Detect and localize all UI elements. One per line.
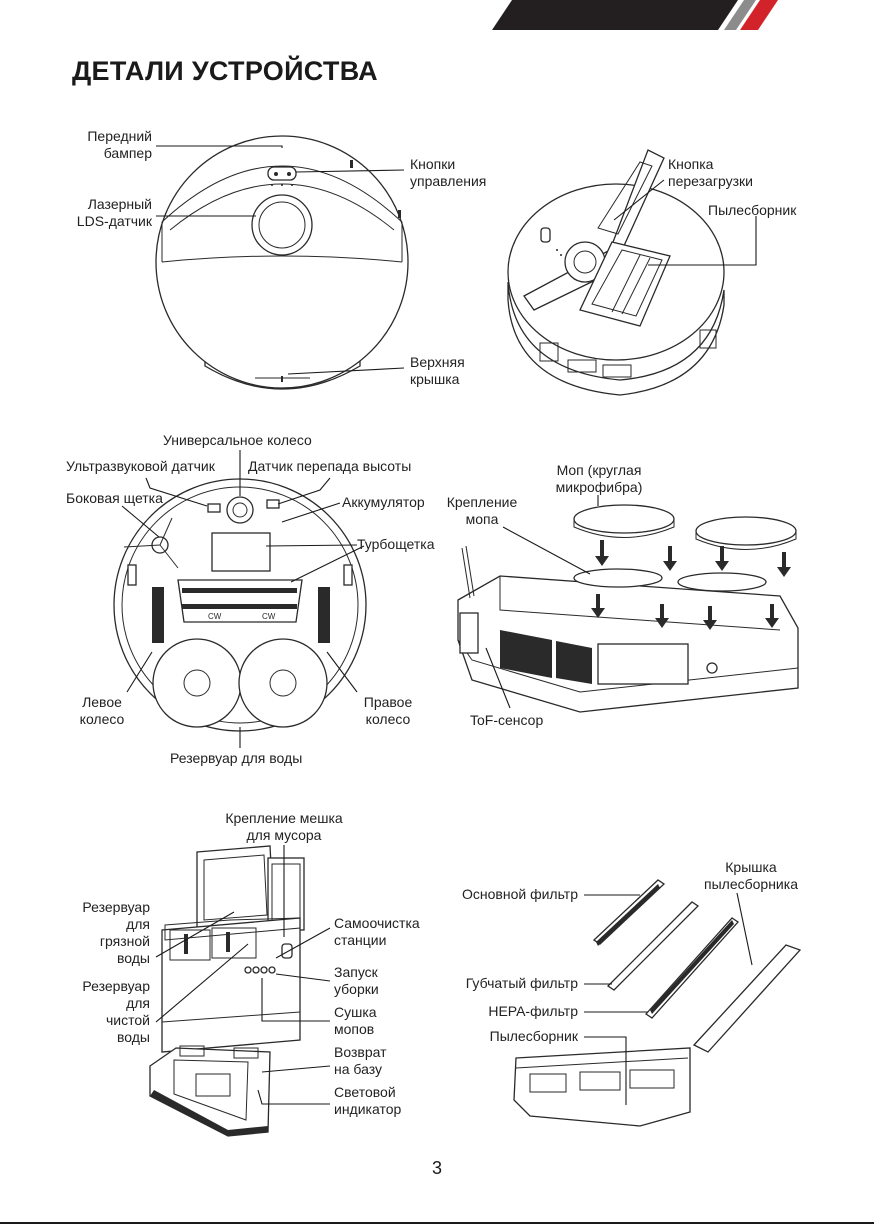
label-reset-button: Кнопка перезагрузки xyxy=(668,156,753,189)
label-station-self-cleaning: Самоочистка станции xyxy=(334,915,420,948)
dustbin-leaders xyxy=(584,892,753,1105)
label-mop-drying: Сушка мопов xyxy=(334,1004,377,1037)
mop-illustration xyxy=(457,504,799,713)
label-front-bumper: Передний бампер xyxy=(87,128,152,161)
label-right-wheel: Правое колесо xyxy=(363,694,413,727)
label-mop: Моп (круглая микрофибра) xyxy=(555,462,643,495)
label-main-filter: Основной фильтр xyxy=(462,886,578,902)
robot-open-leaders xyxy=(613,179,757,266)
robot-bottom-leaders xyxy=(121,450,365,748)
robot-bottom-illustration: CW CW xyxy=(113,478,367,732)
label-dirty-water-tank: Резервуар для грязной воды xyxy=(82,899,150,966)
label-laser-lds-sensor: Лазерный LDS-датчик xyxy=(76,196,152,229)
station-leaders xyxy=(155,845,331,1105)
label-water-tank: Резервуар для воды xyxy=(170,750,303,766)
header-stripe-red xyxy=(740,0,778,30)
label-turbo-brush: Турбощетка xyxy=(357,536,435,552)
label-hepa-filter: HEPA-фильтр xyxy=(488,1003,578,1019)
label-dustbin-top: Пылесборник xyxy=(708,202,797,218)
label-tof-sensor: ToF-сенсор xyxy=(470,712,544,728)
label-mop-mount: Крепление мопа xyxy=(446,494,518,527)
robot-top-illustration xyxy=(155,135,409,390)
label-cliff-sensor: Датчик перепада высоты xyxy=(248,458,412,474)
label-ultrasonic-sensor: Ультразвуковой датчик xyxy=(66,458,215,474)
header-stripes xyxy=(492,0,778,30)
label-start-cleaning: Запуск уборки xyxy=(334,964,379,997)
station-illustration xyxy=(149,845,305,1137)
robot-top-leaders xyxy=(156,145,405,375)
label-top-cover: Верхняя крышка xyxy=(410,354,465,387)
mop-leaders xyxy=(485,495,599,709)
label-sponge-filter: Губчатый фильтр xyxy=(465,975,578,991)
label-side-brush: Боковая щетка xyxy=(66,490,163,506)
label-left-wheel: Левое колесо xyxy=(79,694,125,727)
robot-open-illustration xyxy=(507,149,725,396)
page-title: ДЕТАЛИ УСТРОЙСТВА xyxy=(72,56,378,86)
header-stripe-dark xyxy=(492,0,738,30)
label-universal-wheel: Универсальное колесо xyxy=(163,432,312,448)
label-bag-mount: Крепление мешка для мусора xyxy=(225,810,343,843)
label-return-to-base: Возврат на базу xyxy=(334,1044,387,1077)
label-clean-water-tank: Резервуар для чистой воды xyxy=(82,978,150,1045)
page-number: 3 xyxy=(431,1158,442,1178)
svg-text:CW: CW xyxy=(208,612,222,621)
label-light-indicator: Световой индикатор xyxy=(334,1084,402,1117)
label-dustbin: Пылесборник xyxy=(489,1028,578,1044)
header-stripe-gray xyxy=(724,0,756,30)
svg-text:CW: CW xyxy=(262,612,276,621)
bottom-rule xyxy=(0,1222,874,1224)
label-control-buttons: Кнопки управления xyxy=(410,156,487,189)
dustbin-illustration xyxy=(513,879,802,1127)
label-dustbin-cover: Крышка пылесборника xyxy=(704,859,798,892)
label-battery: Аккумулятор xyxy=(342,494,425,510)
